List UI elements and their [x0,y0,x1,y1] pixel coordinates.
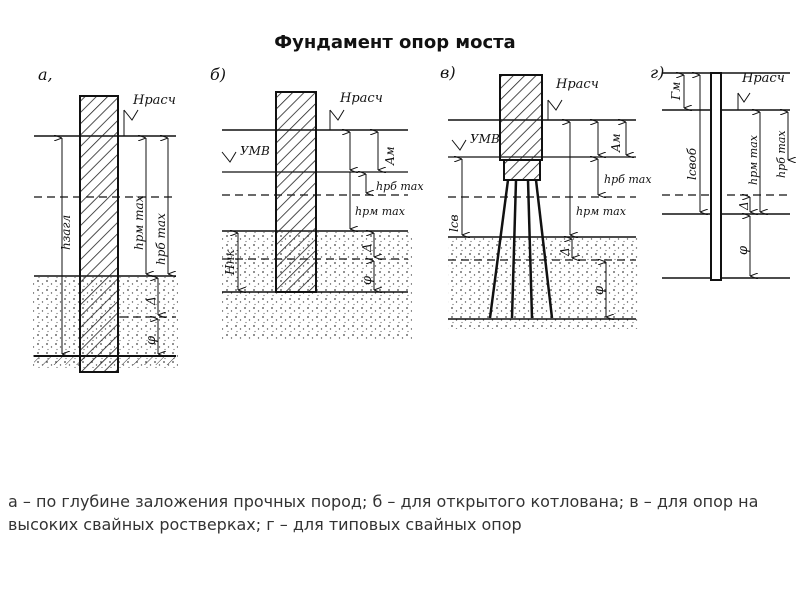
panel-a-h-zal: hзагл [59,215,73,250]
panel-a-letter: а, [38,65,53,84]
panel-a-pier [79,95,119,373]
panel-b-umv: УМВ [240,144,270,158]
panel-b-pier [275,91,317,293]
panel-c-h-calc: Hрасч [555,77,599,92]
panel-a-h-rb: hрб max [154,213,168,265]
panel-d-delta: Δ [737,201,751,211]
panel-c-piles [488,179,554,319]
panel-c-letter: в) [440,63,456,82]
panel-c-l-sv: lсв [447,214,461,232]
panel-a-h-rm: hрм max [132,195,146,250]
bridge-pier-foundation-diagrams: а, Hрасч hзагл hрм max hрб max Δ φ б) [33,63,800,373]
panel-d: г) Hрасч Γм lсвоб hрм max hрб max Δ φ [650,63,790,281]
panel-c-h-rb: hрб max [604,173,652,186]
panel-b-h-nk: Hнк [223,249,237,276]
panel-b-h-rm: hрм max [355,205,406,218]
panel-b-h-rb: hрб max [376,180,424,193]
panel-c-umv: УМВ [470,132,500,146]
panel-c: в) Hрасч УМВ Aм hрб max hрм max [440,63,652,329]
panel-a-delta: Δ [144,296,158,306]
panel-d-h-rm: hрм max [747,134,760,185]
slide-title: Фундамент опор моста [274,32,516,53]
panel-b: б) Hрасч УМВ Aм hрб max hрм max Hнк Δ φ [210,65,424,339]
panel-d-g-m: Γм [669,82,683,101]
panel-c-a-m: Aм [609,133,623,153]
panel-b-delta: Δ [360,243,374,253]
panel-d-l-svob: lсвоб [685,147,699,180]
panel-a: а, Hрасч hзагл hрм max hрб max Δ φ [33,65,178,373]
panel-b-phi: φ [360,275,375,285]
panel-b-a-m: Aм [383,146,397,166]
panel-d-h-rb: hрб max [775,130,788,178]
panel-d-pile [710,72,722,281]
panel-b-h-calc: Hрасч [339,91,383,106]
slide-caption: а – по глубине заложения прочных пород; … [8,492,759,534]
panel-c-grillage [503,159,541,181]
panel-d-phi: φ [736,245,751,255]
panel-a-phi: φ [144,335,159,345]
panel-c-phi: φ [592,285,607,295]
panel-c-h-rm: hрм max [576,205,627,218]
panel-c-pier [499,74,543,161]
panel-c-delta: Δ [558,247,572,257]
panel-a-h-calc: Hрасч [132,93,176,108]
panel-d-h-calc: Hрасч [741,71,785,86]
panel-b-letter: б) [210,65,226,84]
panel-d-letter: г) [650,63,664,82]
